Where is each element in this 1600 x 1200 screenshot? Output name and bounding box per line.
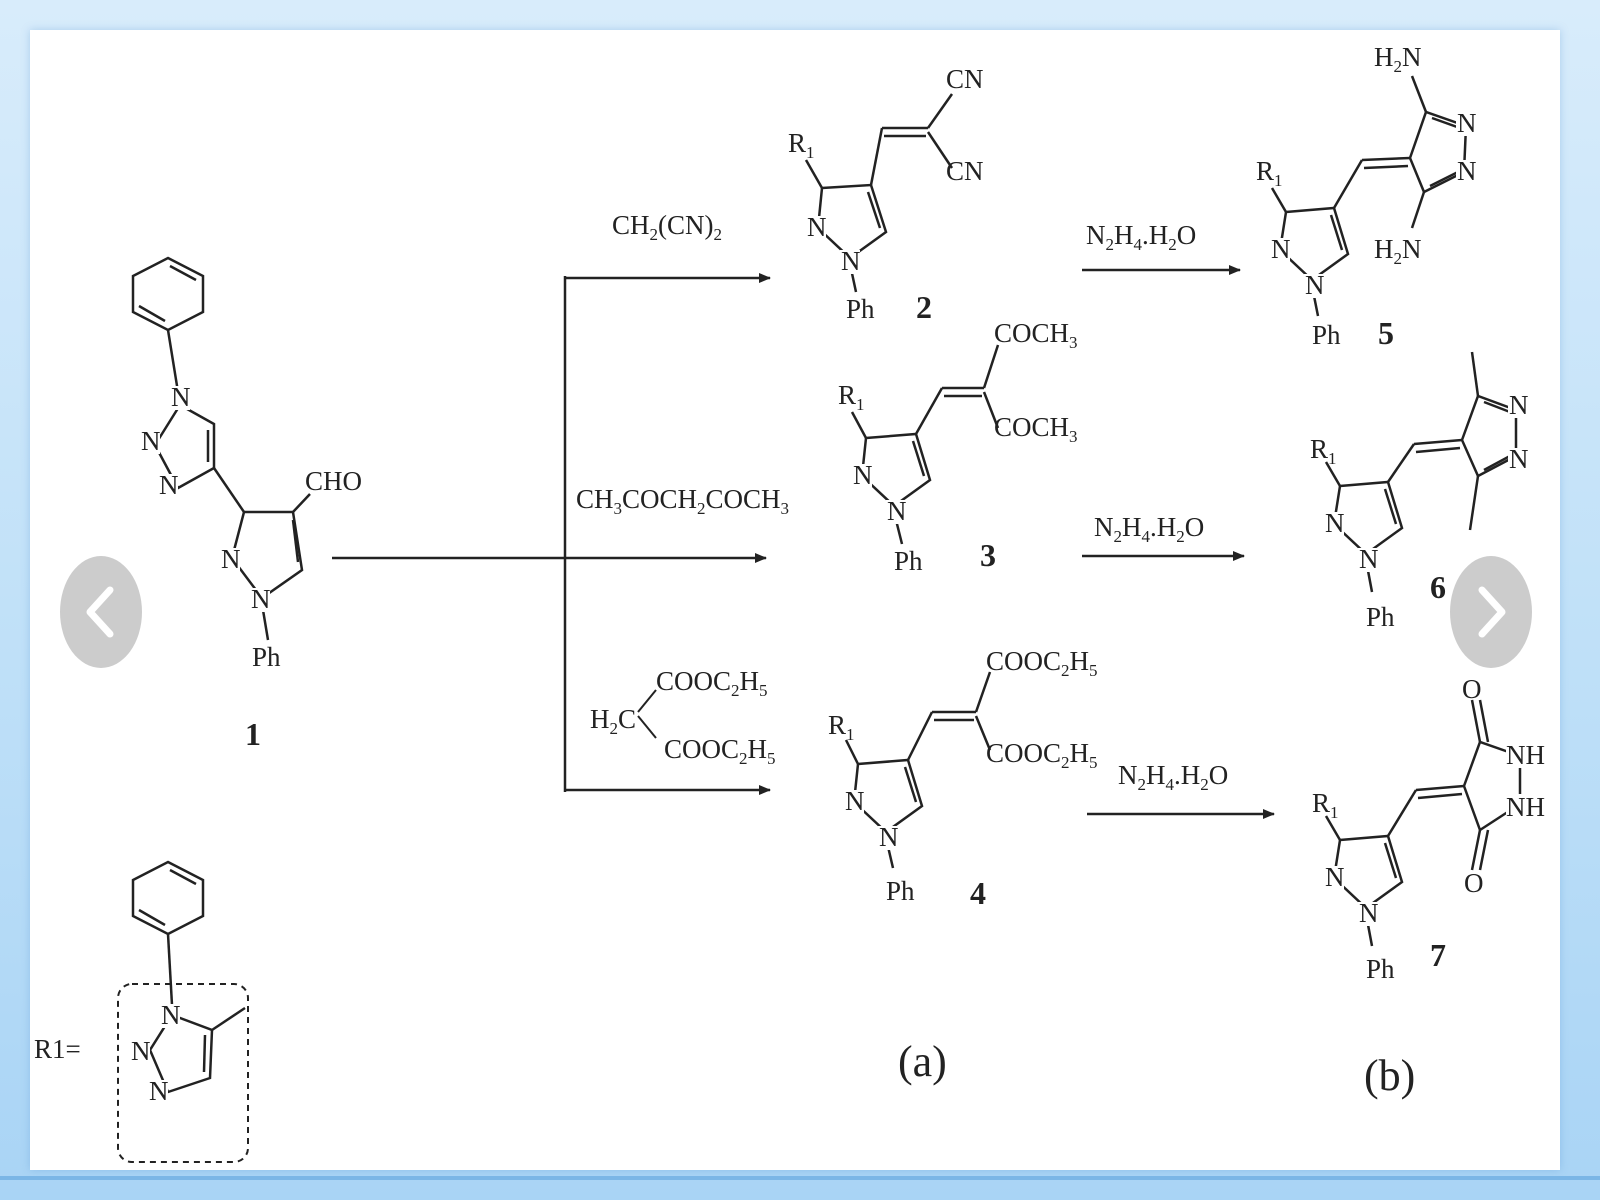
compound-1-number: 1 <box>245 716 261 752</box>
panel-label-a: (a) <box>898 1037 947 1086</box>
compound-5-number: 5 <box>1378 315 1394 351</box>
svg-text:N: N <box>887 496 907 526</box>
svg-text:N: N <box>1271 234 1291 264</box>
compound-7-structure <box>1324 699 1522 947</box>
svg-text:Ph: Ph <box>846 294 875 324</box>
compound-1-labels: N N N N N CHO Ph 1 <box>140 382 362 752</box>
svg-text:N: N <box>1457 156 1477 186</box>
svg-text:Ph: Ph <box>1366 954 1395 984</box>
svg-text:N: N <box>221 544 241 574</box>
r1-definition <box>117 860 249 1163</box>
svg-text:NH: NH <box>1506 792 1545 822</box>
compound-3-labels: R1 COCH3 COCH3 N N Ph 3 <box>838 318 1078 576</box>
svg-text:Ph: Ph <box>252 642 281 672</box>
reagent-hydrazine-bottom: N2H4.H2O <box>1118 760 1228 794</box>
panel-label-b: (b) <box>1364 1051 1415 1100</box>
compound-4-number: 4 <box>970 875 986 911</box>
svg-text:N: N <box>171 382 191 412</box>
compound-5-labels: H2N H2N N N R1 N N Ph 5 <box>1256 42 1477 351</box>
svg-text:H2C: H2C <box>590 704 636 738</box>
svg-text:Ph: Ph <box>886 876 915 906</box>
compound-5-structure <box>1270 75 1468 317</box>
previous-slide-button[interactable] <box>60 556 142 668</box>
svg-text:Ph: Ph <box>894 546 923 576</box>
svg-text:N: N <box>159 470 179 500</box>
svg-text:R1: R1 <box>1256 156 1283 190</box>
reagent-hydrazine-top: N2H4.H2O <box>1086 220 1196 254</box>
reagent-diethyl-malonate: H2C COOC2H5 COOC2H5 <box>590 666 776 768</box>
chevron-left-icon <box>86 586 114 638</box>
svg-text:COOC2H5: COOC2H5 <box>664 734 776 768</box>
svg-text:N: N <box>131 1036 151 1066</box>
compound-7-number: 7 <box>1430 937 1446 973</box>
compound-6-number: 6 <box>1430 569 1446 605</box>
compound-3-structure <box>850 344 1000 545</box>
svg-text:R1: R1 <box>1310 434 1337 468</box>
svg-text:N: N <box>1509 390 1529 420</box>
svg-text:R1: R1 <box>788 128 815 162</box>
slide-canvas <box>30 30 1560 1170</box>
svg-text:N: N <box>1325 862 1345 892</box>
compound-2-number: 2 <box>916 289 932 325</box>
svg-text:CHO: CHO <box>305 466 362 496</box>
svg-text:R1: R1 <box>828 710 855 744</box>
svg-text:CN: CN <box>946 156 984 186</box>
svg-text:Ph: Ph <box>1366 602 1395 632</box>
svg-text:R1: R1 <box>1312 788 1339 822</box>
svg-text:N: N <box>853 460 873 490</box>
reagent-malononitrile: CH2(CN)2 <box>612 210 722 244</box>
svg-text:COCH3: COCH3 <box>994 318 1078 352</box>
svg-text:N: N <box>1325 508 1345 538</box>
reagent-labels: CH2(CN)2 CH3COCH2COCH3 H2C COOC2H5 COOC2… <box>576 210 1228 794</box>
svg-text:H2N: H2N <box>1374 42 1422 76</box>
svg-text:NH: NH <box>1506 740 1545 770</box>
svg-text:N: N <box>251 584 271 614</box>
compound-7-labels: O O NH NH R1 N N Ph 7 <box>1312 674 1550 984</box>
svg-text:R1: R1 <box>838 380 865 414</box>
svg-text:N: N <box>161 1000 181 1030</box>
slide-bottom-rule <box>0 1176 1600 1180</box>
svg-text:N: N <box>1509 444 1529 474</box>
svg-text:CN: CN <box>946 64 984 94</box>
compound-3-number: 3 <box>980 537 996 573</box>
r1-definition-label: R1= <box>34 1034 81 1064</box>
svg-text:N: N <box>141 426 161 456</box>
compound-4-labels: R1 COOC2H5 COOC2H5 N N Ph 4 <box>828 646 1098 911</box>
branch-arrows <box>332 265 1275 819</box>
reagent-hydrazine-mid: N2H4.H2O <box>1094 512 1204 546</box>
svg-text:COOC2H5: COOC2H5 <box>986 738 1098 772</box>
svg-text:N: N <box>879 822 899 852</box>
chevron-right-icon <box>1478 586 1506 638</box>
svg-text:N: N <box>845 786 865 816</box>
svg-text:O: O <box>1464 868 1484 898</box>
svg-text:COCH3: COCH3 <box>994 412 1078 446</box>
compound-4-structure <box>844 671 992 869</box>
svg-text:N: N <box>841 246 861 276</box>
svg-text:Ph: Ph <box>1312 320 1341 350</box>
compound-2-labels: R1 CN CN N N Ph 2 <box>788 64 984 325</box>
compound-6-labels: N N R1 N N Ph 6 <box>1310 390 1529 632</box>
compound-2-structure <box>804 93 954 293</box>
svg-text:N: N <box>1359 898 1379 928</box>
next-slide-button[interactable] <box>1450 556 1532 668</box>
svg-text:COOC2H5: COOC2H5 <box>986 646 1098 680</box>
svg-text:N: N <box>1457 108 1477 138</box>
svg-text:N: N <box>1305 270 1325 300</box>
svg-text:O: O <box>1462 674 1482 704</box>
svg-text:N: N <box>1359 544 1379 574</box>
svg-text:N: N <box>149 1076 169 1106</box>
reagent-acetylacetone: CH3COCH2COCH3 <box>576 484 789 518</box>
svg-text:H2N: H2N <box>1374 234 1422 268</box>
svg-text:COOC2H5: COOC2H5 <box>656 666 768 700</box>
svg-text:N: N <box>807 212 827 242</box>
